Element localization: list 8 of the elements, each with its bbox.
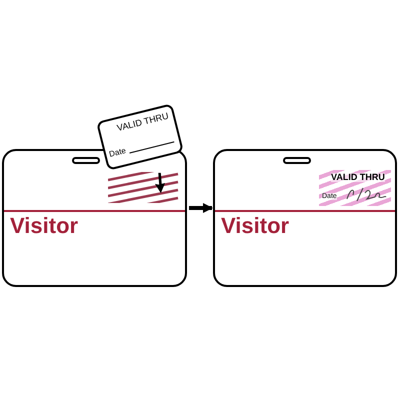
arrow	[189, 203, 213, 213]
badge-card	[213, 149, 397, 287]
applied-sticker	[319, 170, 391, 206]
badge-title: Visitor	[10, 215, 78, 237]
sticker-heading: VALID THRU	[331, 173, 385, 182]
date-label: Date	[108, 146, 127, 159]
badge-title: Visitor	[221, 215, 290, 237]
sticker-heading: VALID THRU	[116, 112, 170, 134]
